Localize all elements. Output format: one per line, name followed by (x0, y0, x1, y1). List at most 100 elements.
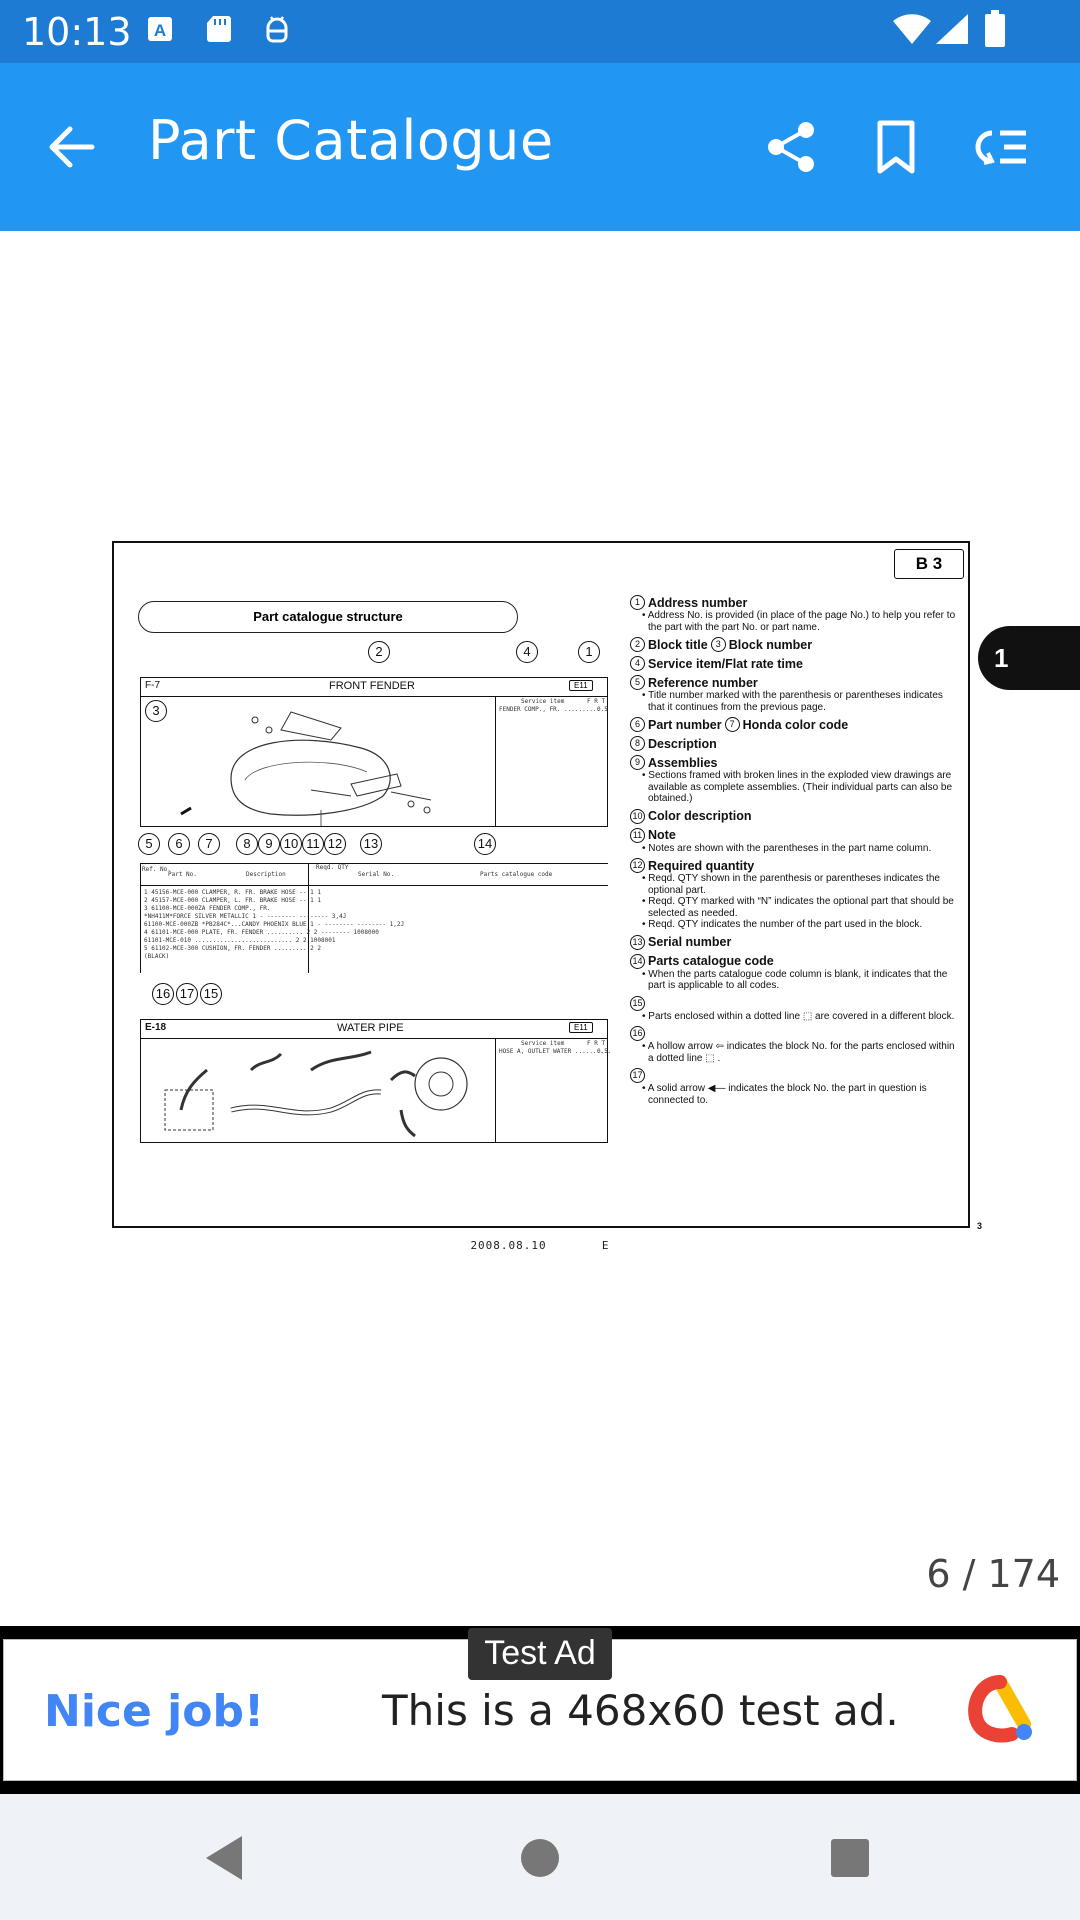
table-row: 1 45156-MCE-000 CLAMPER, R. FR. BRAKE HO… (144, 889, 322, 896)
callout-17: 17 (176, 983, 198, 1005)
table-row: 5 61102-MCE-300 CUSHION, FR. FENDER ....… (144, 945, 322, 952)
callout-4: 4 (516, 641, 538, 663)
panel-divider (141, 696, 607, 697)
status-bar: 10:13 A (0, 0, 1080, 63)
fr-label: F R T (587, 1040, 606, 1047)
service-row: HOSE A, OUTLET WATER .......... (499, 1048, 611, 1055)
legend-description: Reqd. QTY shown in the parenthesis or pa… (630, 873, 960, 896)
nav-home-icon[interactable] (512, 1830, 568, 1886)
table-row: 61101-MCE-010 ..........................… (144, 937, 336, 944)
legend-number: 4 (630, 656, 645, 671)
document-viewer[interactable]: B 3 Part catalogue structure 2 4 1 F-7 F… (0, 231, 1080, 1626)
table-border (140, 863, 608, 864)
navigation-bar (0, 1794, 1080, 1920)
bookmark-icon[interactable] (866, 117, 926, 177)
legend-heading: 15 (630, 995, 960, 1011)
panel-address: E-18 (145, 1022, 167, 1033)
page-footer: 2008.08.10 E (110, 1239, 970, 1252)
back-arrow-icon[interactable] (44, 119, 100, 175)
legend-title: Reference number (648, 675, 758, 690)
table-row: 61100-MCE-000ZB *PB284C*...CANDY PHOENIX… (144, 921, 405, 928)
legend-description: Title number marked with the parenthesis… (630, 690, 960, 713)
structure-title: Part catalogue structure (138, 601, 518, 633)
nav-recents-icon[interactable] (822, 1830, 878, 1886)
header-code: Parts catalogue code (480, 871, 553, 878)
ad-body[interactable]: This is a 468x60 test ad. (382, 1686, 899, 1735)
legend-title: Description (648, 736, 717, 751)
front-fender-drawing (180, 711, 432, 826)
legend-number: 16 (630, 1026, 645, 1041)
table-row: 4 61101-MCE-000 PLATE, FR. FENDER ......… (144, 929, 379, 936)
legend-description: Reqd. QTY indicates the number of the pa… (630, 919, 960, 931)
legend-number: 10 (630, 808, 645, 824)
callout-3: 3 (145, 700, 167, 722)
legend-title: Honda color code (742, 717, 849, 732)
legend-title: Parts catalogue code (648, 954, 774, 968)
legend-number: 5 (630, 675, 645, 690)
share-icon[interactable] (762, 117, 822, 177)
callout-16: 16 (152, 983, 174, 1005)
callout-7: 7 (198, 833, 220, 855)
legend-number: 7 (724, 717, 740, 732)
status-time: 10:13 (22, 10, 132, 54)
nav-back-icon[interactable] (198, 1830, 254, 1886)
callout-2: 2 (368, 641, 390, 663)
legend-number: 8 (630, 736, 645, 751)
legend-number: 9 (630, 755, 645, 770)
legend-item: 9AssembliesSections framed with broken l… (630, 755, 960, 805)
header-qty: Reqd. QTY (316, 864, 349, 871)
legend-number: 14 (630, 953, 645, 969)
callout-12: 12 (324, 833, 346, 855)
panel-block: E11 (569, 680, 593, 691)
block-badge: B 3 (894, 549, 964, 579)
page-title: Part Catalogue (148, 109, 554, 172)
page-tab[interactable]: 1 (978, 626, 1080, 690)
legend-number: 3 (710, 637, 726, 652)
header-ref: Ref. No. (142, 866, 171, 873)
legend-description: A solid arrow ◀— indicates the block No.… (630, 1083, 960, 1106)
parts-table: Ref. No. Part No. Description Reqd. QTY … (140, 863, 608, 973)
legend-title: Part number (648, 717, 722, 732)
legend-title: Serial number (648, 935, 732, 949)
ad-headline[interactable]: Nice job! (44, 1686, 265, 1737)
callout-14: 14 (474, 833, 496, 855)
table-border (140, 885, 608, 886)
table-of-contents-icon[interactable] (972, 117, 1032, 177)
legend-description: Parts enclosed within a dotted line ⬚ ar… (630, 1011, 960, 1023)
legend-number: 1 (630, 595, 645, 610)
legend-title: Note (648, 828, 676, 842)
svg-text:A: A (154, 21, 166, 40)
panel-title: FRONT FENDER (329, 680, 415, 692)
legend-description: When the parts catalogue code column is … (630, 969, 960, 992)
water-pipe-panel: E-18 WATER PIPE E11 Service item F R T H… (140, 1019, 611, 1143)
legend-title: Block title (648, 637, 708, 652)
ad-logo-icon[interactable] (962, 1672, 1038, 1748)
legend-description: A hollow arrow ⇦ indicates the block No.… (630, 1041, 960, 1064)
callout-9: 9 (258, 833, 280, 855)
keyboard-notification-icon: A (148, 17, 172, 41)
legend-number: 17 (630, 1068, 645, 1083)
panel-divider (495, 1038, 496, 1142)
legend-title: Assemblies (648, 755, 718, 770)
callout-6: 6 (168, 833, 190, 855)
header-serial: Serial No. (358, 871, 395, 878)
legend-title: Required quantity (648, 858, 755, 873)
legend-description: Address No. is provided (in place of the… (630, 610, 960, 633)
panel-divider (495, 696, 496, 826)
callout-13: 13 (360, 833, 382, 855)
legend-number: 11 (630, 827, 645, 843)
panel-block: E11 (569, 1022, 593, 1033)
panel-divider (141, 1038, 607, 1039)
legend-number: 13 (630, 934, 645, 950)
table-row: 3 61100-MCE-000ZA FENDER COMP., FR. (144, 905, 271, 912)
